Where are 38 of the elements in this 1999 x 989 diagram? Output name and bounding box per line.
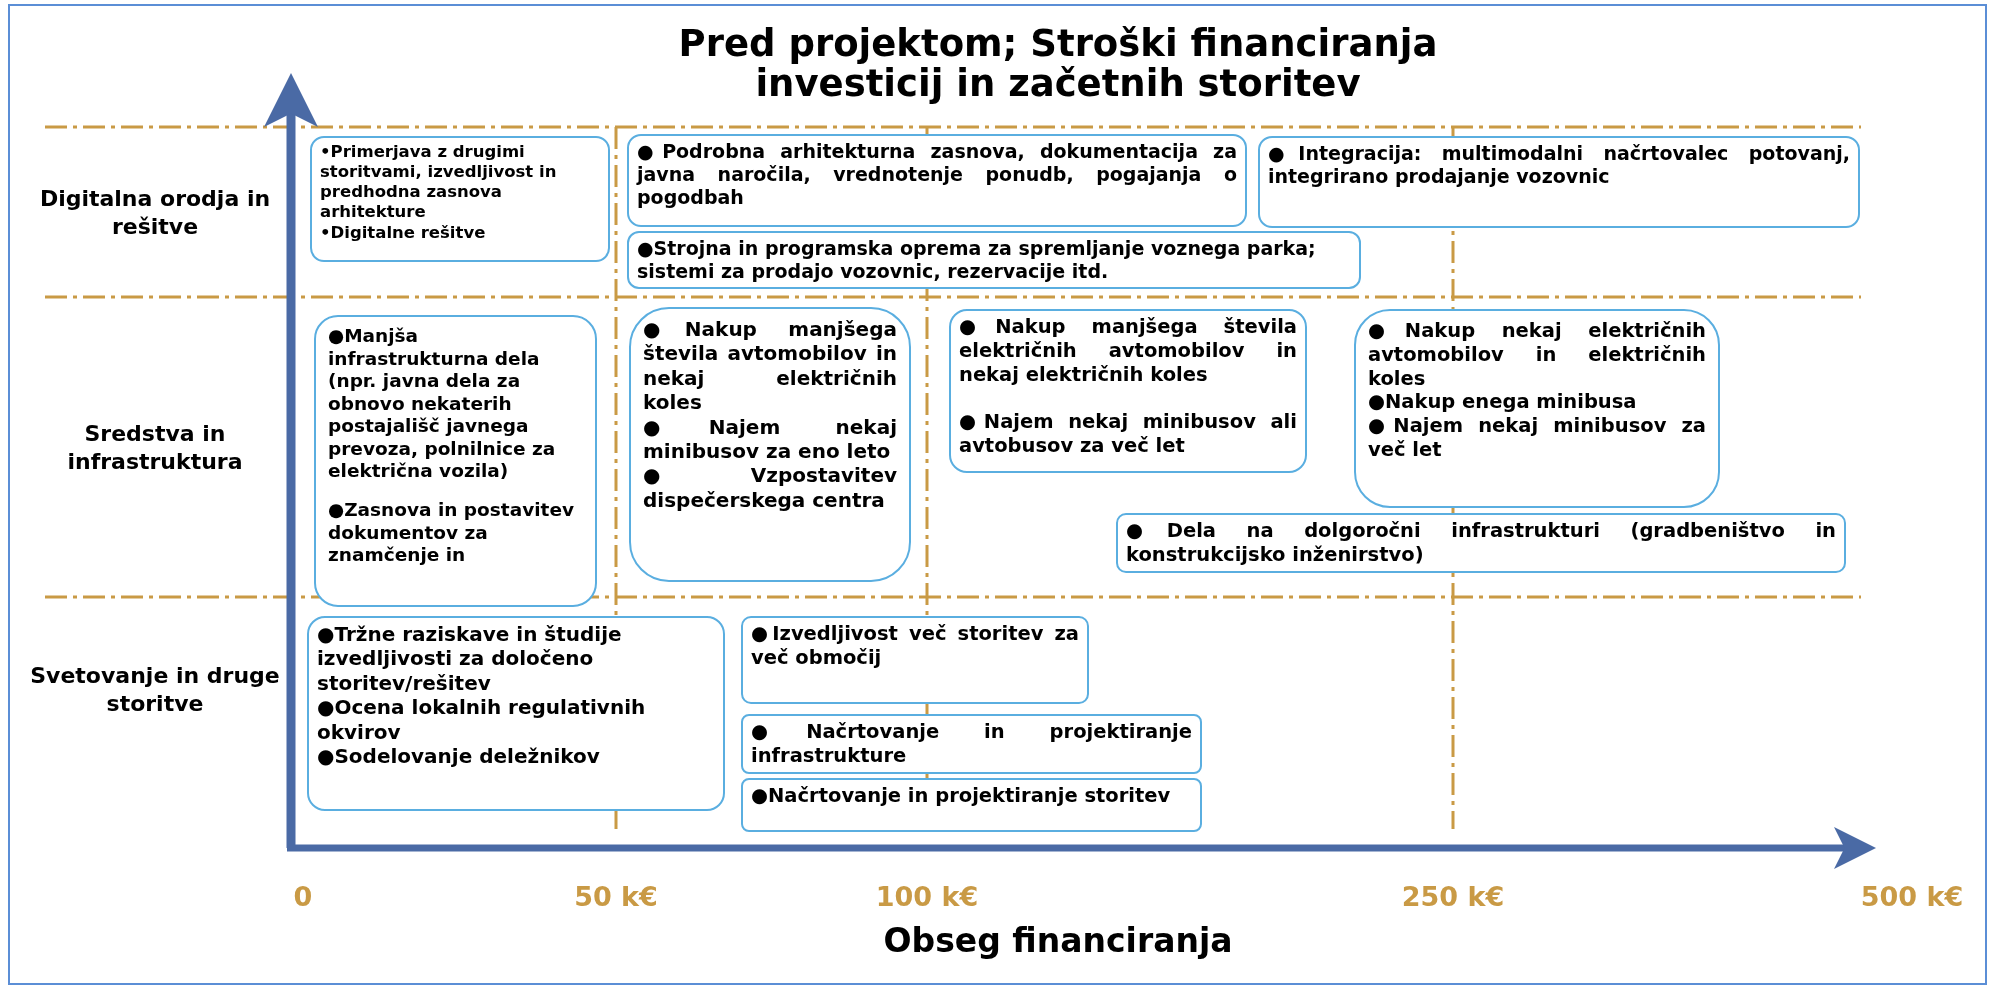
- bullet-text: ●Nakup enega minibusa: [1368, 390, 1638, 415]
- bullet-text: ●Izvedljivost več storitev za več območij: [751, 622, 1079, 670]
- axis-tick-label: 100 k€: [874, 880, 980, 914]
- row-label: Digitalna orodja in rešitve: [38, 185, 272, 240]
- bullet-text: ●Strojna in programska oprema za spremljanje voznega parka; sistemi za prodajo vozovnic, rezervacije itd.: [637, 237, 1317, 284]
- rounded-box: [949, 309, 1307, 473]
- rounded-box: [629, 307, 911, 582]
- bullet-text: ●Tržne raziskave in študije izvedljivosti za določeno storitev/rešitev: [317, 622, 623, 696]
- row-label: Sredstva in infrastruktura: [66, 420, 244, 475]
- bullet-text: ●Načrtovanje in projektiranje storitev: [751, 784, 1172, 808]
- row-label: Svetovanje in druge storitve: [30, 662, 280, 717]
- title: Pred projektom; Stroški financiranja investicij in začetnih storitev: [677, 24, 1439, 104]
- rounded-box: [627, 134, 1247, 227]
- rounded-box: [741, 778, 1202, 832]
- bullet-text: ●Integracija: multimodalni načrtovalec potovanj, integrirano prodajanje vozovnic: [1268, 142, 1850, 189]
- rounded-box: [307, 616, 725, 811]
- axis-tick-label: 500 k€: [1859, 880, 1965, 914]
- bullet-text: ●Sodelovanje deležnikov: [317, 744, 601, 769]
- bullet-text: •Primerjava z drugimi storitvami, izvedljivost in predhodna zasnova arhitekture: [320, 142, 558, 223]
- rounded-box: [741, 714, 1202, 774]
- bullet-text: ●Najem nekaj minibusov ali avtobusov za več let: [959, 410, 1297, 458]
- axis-tick-label: 250 k€: [1400, 880, 1506, 914]
- rounded-box: [741, 616, 1089, 704]
- rounded-box: [310, 136, 610, 262]
- axis-tick-label: 50 k€: [573, 880, 659, 914]
- bullet-text: ●Zasnova in postavitev dokumentov za znamčenje in: [328, 498, 575, 567]
- rounded-box: [314, 315, 597, 607]
- bullet-text: ●Najem nekaj minibusov za več let: [1368, 414, 1706, 462]
- axis-title: Obseg financiranja: [882, 920, 1234, 962]
- rounded-box: [627, 231, 1361, 290]
- bullet-text: ●Manjša infrastrukturna dela (npr. javna dela za obnovo nekaterih postajališč javnega prevoza, polnilnice za električna vozila): [328, 325, 557, 483]
- axis-tick-label: 0: [292, 880, 314, 914]
- bullet-text: •Digitalne rešitve: [320, 222, 487, 243]
- rounded-box: [1116, 513, 1846, 573]
- bullet-text: ●Podrobna arhitekturna zasnova, dokumentacija za javna naročila, vrednotenje ponudb, pogajanja o pogodbah: [637, 140, 1237, 210]
- rounded-box: [1354, 309, 1720, 508]
- rounded-box: [1258, 136, 1860, 228]
- bullet-text: ●Ocena lokalnih regulativnih okvirov: [317, 695, 647, 745]
